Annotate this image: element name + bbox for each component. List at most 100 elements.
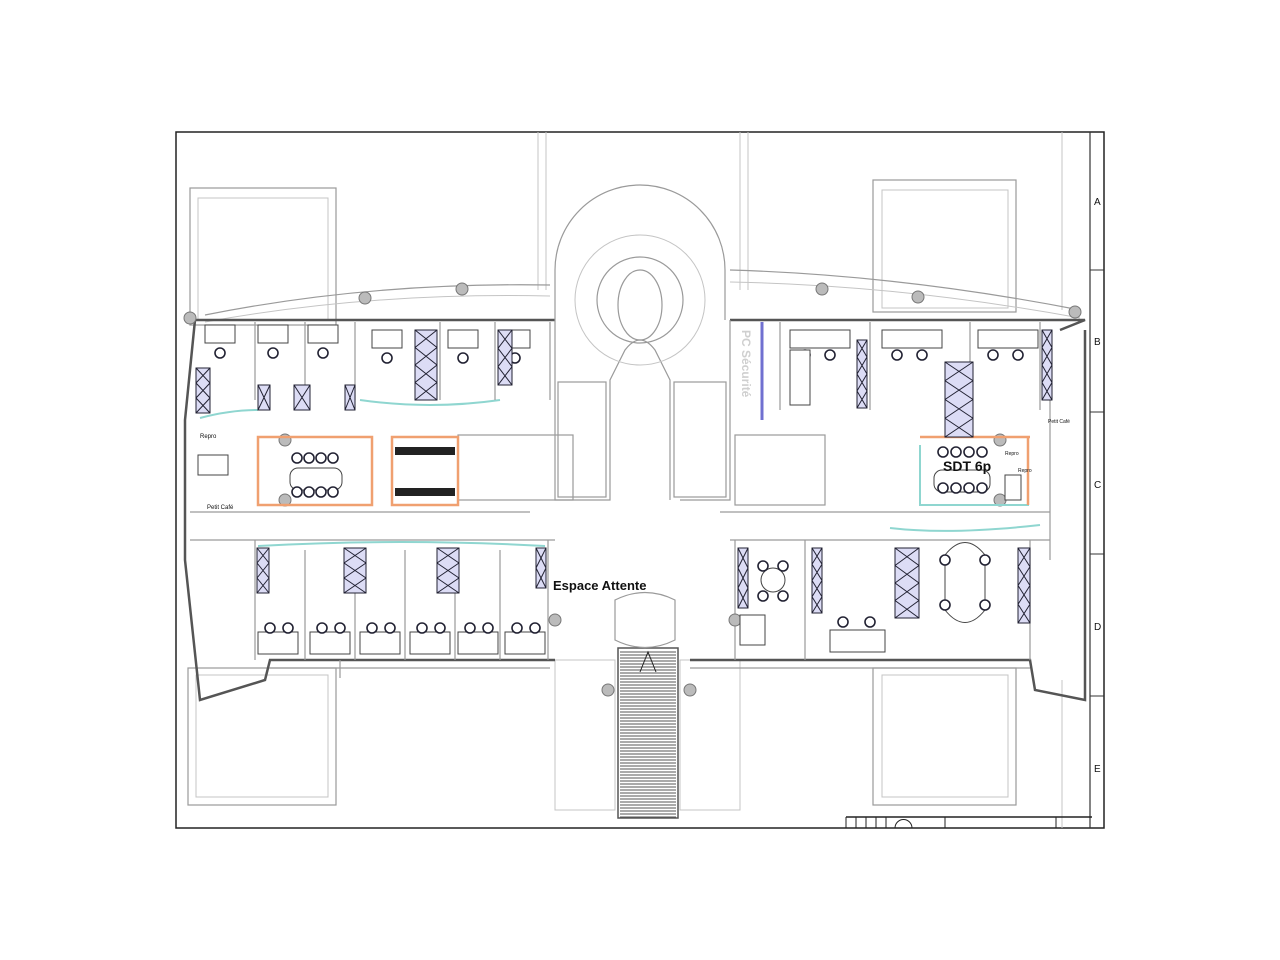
storage-cabinet	[811, 547, 823, 614]
chair	[939, 599, 951, 611]
chair	[434, 622, 446, 634]
cabinet-mark	[497, 329, 513, 349]
chair	[264, 622, 276, 634]
storage-cabinet	[293, 384, 311, 411]
storage-cabinet	[344, 384, 356, 411]
storage-cabinet	[497, 329, 513, 386]
column	[183, 311, 197, 325]
desk	[257, 631, 299, 655]
chair	[316, 622, 328, 634]
cabinet-mark	[737, 547, 749, 569]
storage-cabinet	[343, 547, 367, 594]
chair	[963, 482, 975, 494]
meeting-room-left	[256, 435, 374, 507]
cabinet-mark	[343, 577, 367, 594]
cabinet-mark	[856, 373, 868, 392]
grid-label-e: E	[1094, 764, 1101, 775]
chair	[891, 349, 903, 361]
cabinet-mark	[1017, 547, 1031, 568]
grid-label-c: C	[1094, 480, 1101, 491]
chair	[529, 622, 541, 634]
cabinet-mark	[195, 367, 211, 384]
grid-label-d: D	[1094, 622, 1101, 633]
courtyard-bottom-left	[187, 667, 337, 806]
label-sdt-6p: SDT 6p	[943, 458, 991, 474]
chair	[457, 352, 469, 364]
cabinet-mark	[343, 547, 367, 564]
plan-structure	[175, 131, 1105, 829]
chair	[1012, 349, 1024, 361]
chair	[416, 622, 428, 634]
chair	[979, 554, 991, 566]
cabinet-mark	[256, 547, 270, 564]
storage-cabinet	[1041, 329, 1053, 401]
chair	[317, 347, 329, 359]
desk	[881, 329, 943, 349]
desk	[457, 631, 499, 655]
chair	[937, 482, 949, 494]
cabinet-mark	[894, 565, 920, 584]
cabinet-mark	[293, 384, 311, 411]
cabinet-mark	[414, 364, 438, 383]
cabinet-mark	[856, 339, 868, 358]
label-repro-left: Repro	[200, 434, 217, 440]
column	[911, 290, 925, 304]
chair	[464, 622, 476, 634]
cabinet-mark	[944, 361, 974, 382]
label-repro-right-2: Repro	[1018, 468, 1032, 474]
cabinet-mark	[436, 562, 460, 579]
storage-cabinet	[257, 384, 271, 411]
chair	[482, 622, 494, 634]
chair	[937, 446, 949, 458]
cabinet-body	[944, 361, 974, 438]
label-pc-securite: PC Sécurité	[739, 330, 753, 398]
cabinet-mark	[811, 596, 823, 614]
storage-cabinet	[856, 339, 868, 409]
label-petit-cafe-left: Petit Café	[207, 505, 234, 511]
column	[728, 613, 742, 627]
cabinet-mark	[195, 382, 211, 399]
chair	[291, 486, 303, 498]
cabinet-mark	[856, 390, 868, 409]
cabinet-mark	[811, 563, 823, 581]
cabinet-mark	[737, 587, 749, 609]
desk	[409, 631, 451, 655]
cabinet-mark	[436, 577, 460, 594]
chair	[303, 452, 315, 464]
desk	[789, 329, 851, 349]
revolving-door	[614, 591, 676, 649]
cabinet-mark	[256, 562, 270, 579]
cabinet-mark	[856, 356, 868, 375]
cabinet-mark	[894, 582, 920, 601]
cabinet-mark	[535, 567, 547, 589]
central-core	[554, 320, 731, 501]
chair	[976, 446, 988, 458]
cabinet-body	[856, 339, 868, 409]
cabinet-mark	[414, 382, 438, 401]
column	[358, 291, 372, 305]
chair	[757, 560, 769, 572]
chair	[777, 590, 789, 602]
column	[601, 683, 615, 697]
cabinet-mark	[737, 567, 749, 589]
chair	[267, 347, 279, 359]
storage-cabinet	[894, 547, 920, 619]
storage-cabinet	[414, 329, 438, 401]
chair	[837, 616, 849, 628]
chair	[315, 486, 327, 498]
spiral-staircase	[554, 184, 726, 366]
storage-cabinet	[256, 547, 270, 594]
cabinet-body	[1041, 329, 1053, 401]
cabinet-mark	[811, 580, 823, 598]
cabinet-mark	[535, 547, 547, 569]
cabinet-mark	[1041, 347, 1053, 366]
column	[455, 282, 469, 296]
columns	[183, 282, 1082, 697]
storage-cabinet	[195, 367, 211, 414]
cabinet-mark	[256, 577, 270, 594]
cabinet-mark	[894, 600, 920, 619]
desk	[359, 631, 401, 655]
chair	[939, 554, 951, 566]
chair	[987, 349, 999, 361]
chair	[214, 347, 226, 359]
